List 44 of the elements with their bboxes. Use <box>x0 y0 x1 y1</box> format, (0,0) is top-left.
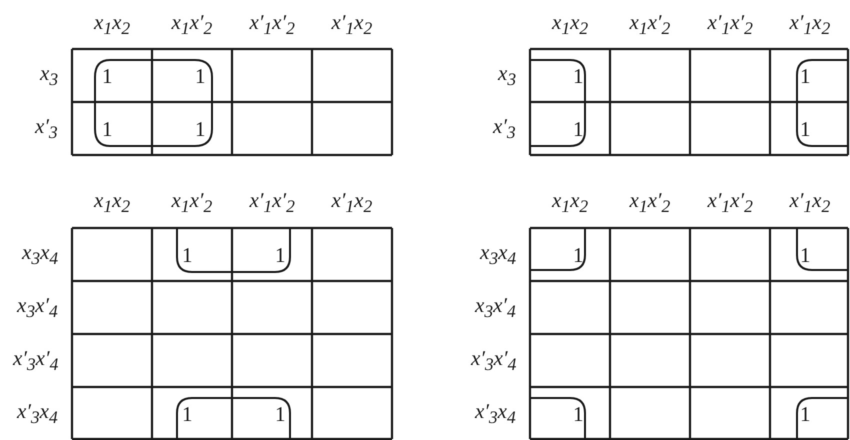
cell-value: 1 <box>573 116 584 140</box>
cell-value: 1 <box>573 242 584 266</box>
cell-value: 1 <box>573 64 584 88</box>
row-header: x′$_{3}$x$_{4}$ <box>17 398 58 429</box>
cell-value: 1 <box>800 242 810 266</box>
column-header: x$_{1}$x$_{2}$ <box>552 188 588 218</box>
cell-value: 1 <box>182 402 192 426</box>
column-header: x$_{1}$x$_{2}$ <box>552 10 588 40</box>
column-header: x′$_{1}$x′$_{2}$ <box>708 188 753 218</box>
column-header: x′$_{1}$x$_{2}$ <box>790 10 830 40</box>
column-header: x′$_{1}$x′$_{2}$ <box>250 188 295 218</box>
cell-value: 1 <box>800 402 810 426</box>
column-header: x′$_{1}$x$_{2}$ <box>332 188 372 218</box>
row-header: x$_{3}$ <box>40 60 58 91</box>
column-header: x$_{1}$x′$_{2}$ <box>172 10 212 40</box>
cell-value: 1 <box>195 116 206 140</box>
column-header: x$_{1}$x$_{2}$ <box>94 10 130 40</box>
row-header: x$_{3}$x$_{4}$ <box>22 240 58 270</box>
row-header: x$_{3}$x′$_{4}$ <box>475 292 516 323</box>
row-header: x′$_{3}$ <box>493 114 516 144</box>
row-header: x$_{3}$ <box>498 60 516 91</box>
column-header: x$_{1}$x′$_{2}$ <box>172 188 212 218</box>
row-header: x′$_{3}$ <box>35 114 58 144</box>
row-header: x$_{3}$x′$_{4}$ <box>17 292 58 323</box>
column-header: x′$_{1}$x′$_{2}$ <box>708 10 753 40</box>
cell-value: 1 <box>182 242 192 266</box>
cell-value: 1 <box>195 64 206 88</box>
column-header: x$_{1}$x′$_{2}$ <box>630 10 670 40</box>
cell-value: 1 <box>275 242 286 266</box>
row-header: x′$_{3}$x′$_{4}$ <box>13 346 58 376</box>
column-header: x′$_{1}$x′$_{2}$ <box>250 10 295 40</box>
cell-value: 1 <box>800 64 810 88</box>
column-header: x$_{1}$x$_{2}$ <box>94 188 130 218</box>
row-header: x$_{3}$x$_{4}$ <box>480 240 516 270</box>
cell-value: 1 <box>573 402 584 426</box>
column-header: x$_{1}$x′$_{2}$ <box>630 188 670 218</box>
cell-value: 1 <box>800 116 810 140</box>
column-header: x′$_{1}$x$_{2}$ <box>790 188 830 218</box>
cell-value: 1 <box>102 64 112 88</box>
cell-value: 1 <box>102 116 112 140</box>
row-header: x′$_{3}$x′$_{4}$ <box>471 346 516 376</box>
row-header: x′$_{3}$x$_{4}$ <box>475 398 516 429</box>
cell-value: 1 <box>275 402 286 426</box>
column-header: x′$_{1}$x$_{2}$ <box>332 10 372 40</box>
